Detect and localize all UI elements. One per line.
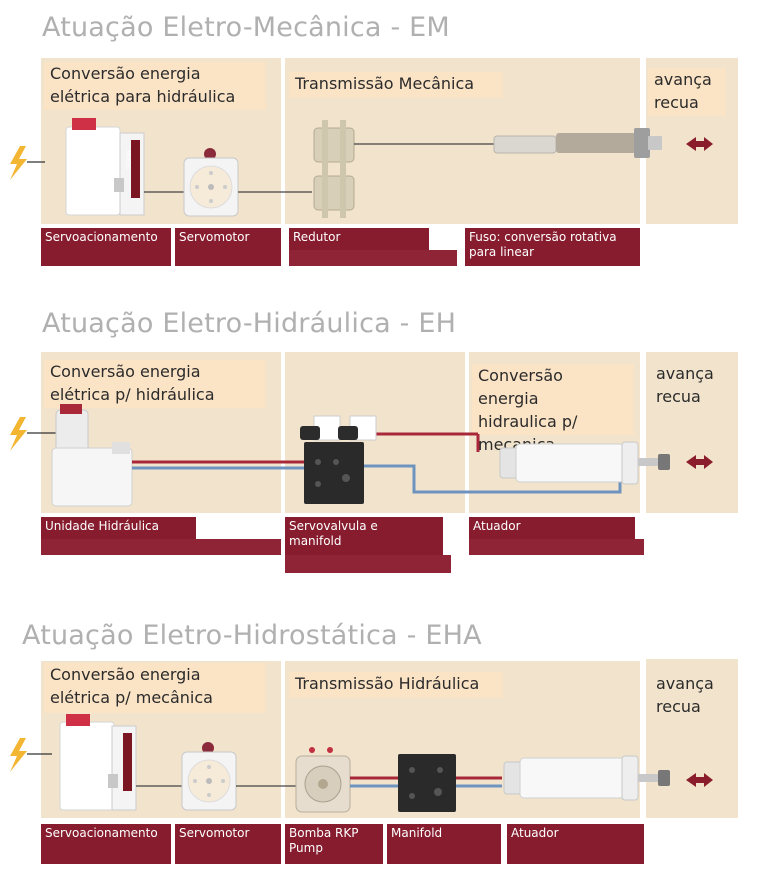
eh-label-atuador: Atuador xyxy=(469,517,635,539)
servomotor-device xyxy=(181,742,237,811)
rkp-pump-device xyxy=(295,747,351,813)
eha-block-electrical-text: Conversão energia elétrica p/ mecânica xyxy=(44,663,266,713)
lightning-bolt-icon xyxy=(10,738,52,772)
hydraulic-cylinder xyxy=(503,755,670,801)
section-title-em: Atuação Eletro-Mecânica - EM xyxy=(42,12,450,43)
em-label-fuso: Fuso: conversão rotativa para linear xyxy=(465,228,640,266)
eha-label-atuador: Atuador xyxy=(507,824,644,864)
servomotor-device xyxy=(183,148,239,217)
eh-label-servovalvula: Servovalvula e manifold xyxy=(285,517,443,555)
eha-label-servoacionamento: Servoacionamento xyxy=(41,824,171,864)
section-title-eha: Atuação Eletro-Hidrostática - EHA xyxy=(22,620,482,651)
servo-drive-device: MOOG xyxy=(65,118,145,216)
eh-block-electrical-text: Conversão energia elétrica p/ hidráulica xyxy=(44,360,266,408)
eh-block-conversion-text: Conversão energia hidraulica p/ mecanica xyxy=(472,364,634,454)
ball-screw xyxy=(493,128,662,158)
eh-label-unidade-bar xyxy=(41,539,281,555)
servovalve-manifold-device xyxy=(300,415,377,504)
em-block-motion-text: avança recua xyxy=(648,68,726,116)
hydraulic-lines xyxy=(132,432,622,494)
em-label-servoacionamento: Servoacionamento xyxy=(41,228,171,266)
eha-label-servomotor: Servomotor xyxy=(175,824,281,864)
eh-label-unidade-hidraulica: Unidade Hidráulica xyxy=(41,517,196,539)
eha-block-motion-text: avança recua xyxy=(656,674,714,716)
em-block-electrical-text: Conversão energia elétrica para hidráuli… xyxy=(44,62,266,110)
reducer-gears xyxy=(313,120,355,218)
servo-drive-device xyxy=(59,714,137,811)
eh-panel-motion xyxy=(646,352,738,513)
eha-block-transmission-text: Transmissão Hidráulica xyxy=(289,672,503,698)
eha-label-manifold: Manifold xyxy=(387,824,501,864)
double-arrow-icon xyxy=(686,773,713,787)
eh-label-atuador-bar xyxy=(469,539,644,555)
eha-panel-motion xyxy=(646,659,738,818)
hydraulic-unit-device xyxy=(51,404,133,507)
hydraulic-lines xyxy=(350,776,502,788)
eha-label-bomba-rkp: Bomba RKP Pump xyxy=(285,824,383,864)
em-label-redutor: Redutor xyxy=(289,228,429,250)
em-block-transmission-text: Transmissão Mecânica xyxy=(289,72,503,98)
eh-label-servovalvula-bar xyxy=(285,555,451,573)
eh-block-motion-text: avança recua xyxy=(656,364,714,406)
lightning-bolt-icon xyxy=(10,417,56,451)
em-label-servomotor: Servomotor xyxy=(175,228,281,266)
manifold-device xyxy=(398,754,456,812)
moog-logo: MOOG xyxy=(124,150,131,170)
double-arrow-icon xyxy=(686,137,713,151)
lightning-bolt-icon xyxy=(10,146,45,180)
hydraulic-cylinder xyxy=(499,441,670,485)
double-arrow-icon xyxy=(686,455,713,469)
section-title-eh: Atuação Eletro-Hidráulica - EH xyxy=(42,308,457,339)
em-label-redutor-bar xyxy=(289,250,457,266)
